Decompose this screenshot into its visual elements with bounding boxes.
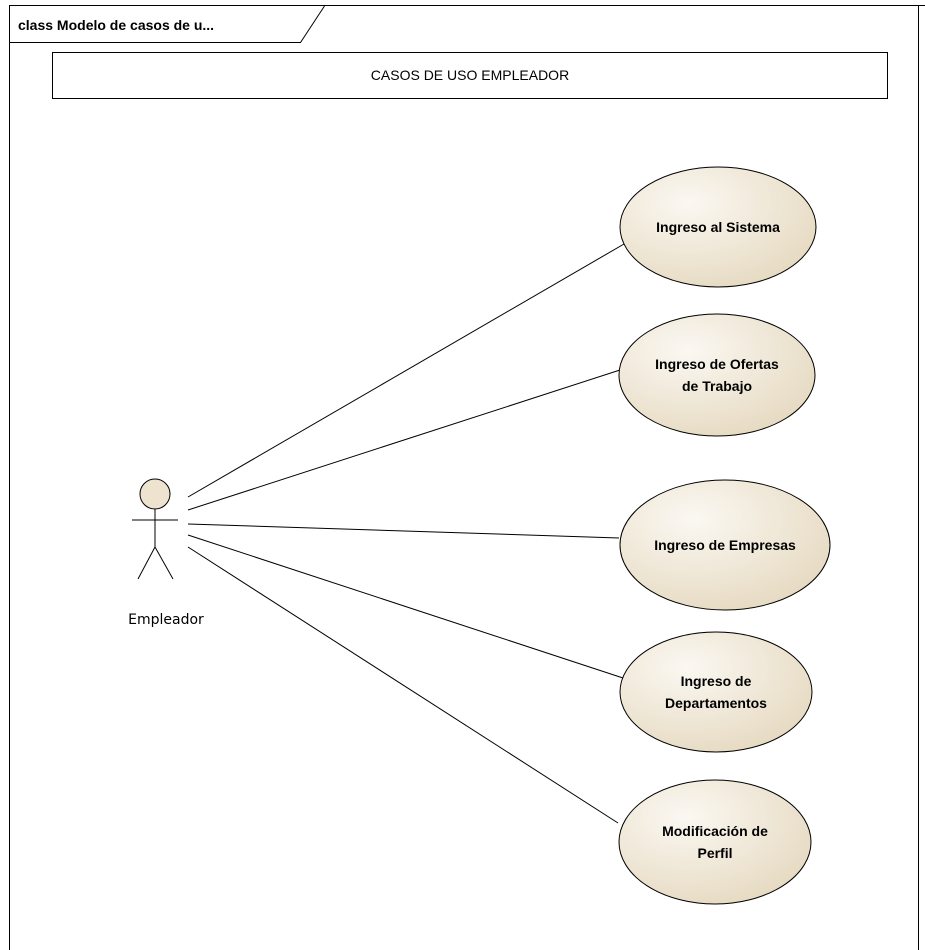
association-ingreso-al-sistema: [187, 243, 625, 498]
use-case-ingreso-al-sistema[interactable]: Ingreso al Sistema: [619, 166, 817, 288]
use-case-label-line: Modificación de: [662, 823, 768, 839]
use-case-ellipse: [619, 631, 813, 753]
association-ingreso-de-empresas: [187, 523, 620, 539]
title-note-box: [52, 52, 888, 99]
frame-title: class Modelo de casos de u...: [18, 17, 214, 33]
use-case-ingreso-de-departamentos[interactable]: Ingreso de Departamentos: [619, 631, 813, 753]
use-case-label-line: Ingreso de Ofertas: [655, 356, 779, 372]
title-note-text: CASOS DE USO EMPLEADOR: [371, 67, 569, 83]
association-ingreso-de-departamentos: [187, 534, 624, 679]
actor-label: Empleador: [128, 612, 204, 628]
title-note: CASOS DE USO EMPLEADOR: [52, 52, 888, 99]
use-case-label-line: Departamentos: [665, 695, 767, 711]
use-case-label-line: Ingreso al Sistema: [656, 219, 780, 235]
actor-head: [139, 478, 171, 510]
actor-right-leg: [154, 546, 174, 580]
use-case-label-line: Ingreso de Empresas: [654, 537, 796, 553]
diagram-frame: class Modelo de casos de u...: [9, 5, 925, 950]
use-case-ingreso-de-empresas[interactable]: Ingreso de Empresas: [619, 479, 831, 611]
actor-left-leg: [137, 546, 156, 580]
use-case-modificacion-de-perfil[interactable]: Modificación de Perfil: [618, 779, 812, 905]
use-case-ellipse: [619, 166, 817, 288]
associations: [187, 243, 625, 824]
association-modificacion-de-perfil: [187, 546, 619, 824]
use-case-ellipse: [618, 313, 816, 437]
use-case-ellipse: [618, 779, 812, 905]
use-case-ingreso-de-ofertas-de-trabajo[interactable]: Ingreso de Ofertas de Trabajo: [618, 313, 816, 437]
association-ingreso-de-ofertas: [187, 369, 621, 511]
use-case-label-line: Ingreso de: [681, 673, 752, 689]
frame-tab: [9, 5, 325, 43]
use-case-label-line: Perfil: [697, 845, 732, 861]
use-case-ellipse: [619, 479, 831, 611]
use-case-label-line: de Trabajo: [682, 378, 752, 394]
actor-empleador[interactable]: Empleador: [128, 478, 204, 628]
